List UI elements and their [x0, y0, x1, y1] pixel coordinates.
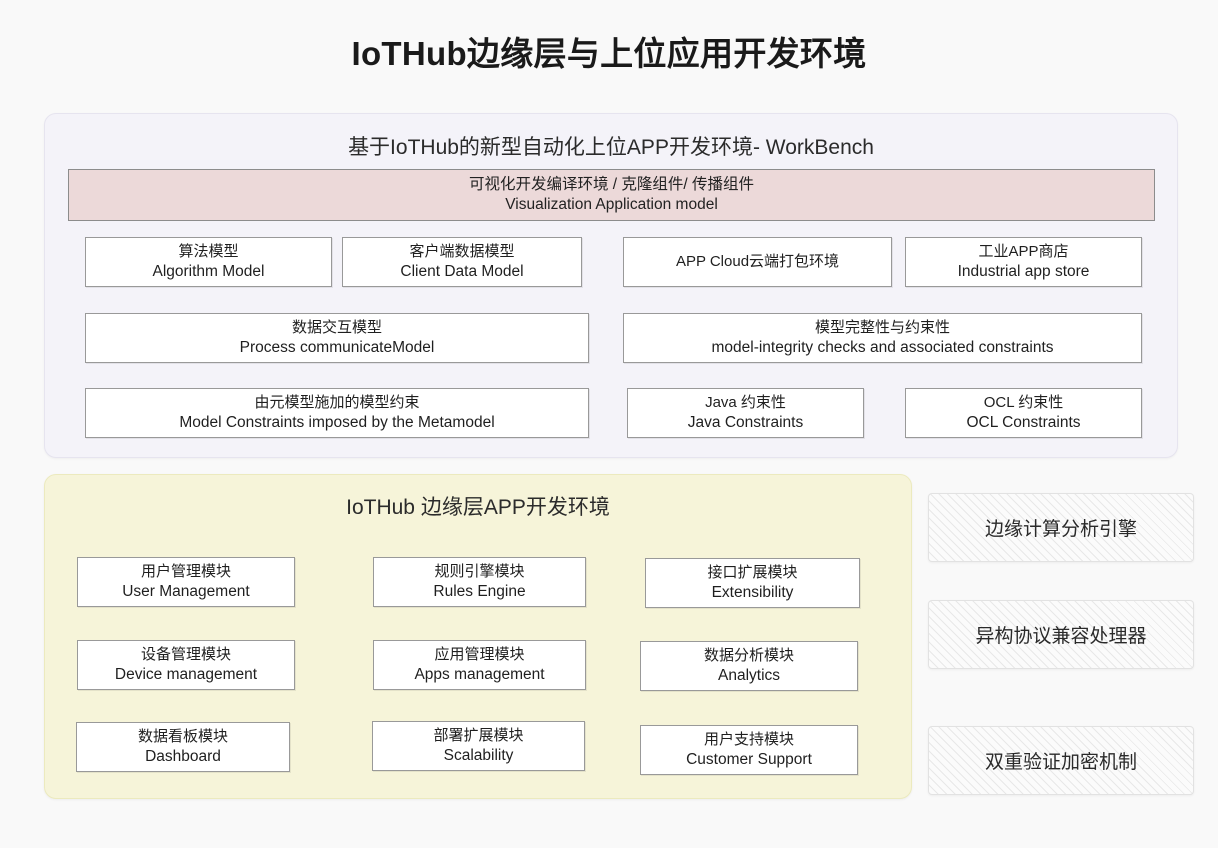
node-process-communicate-model[interactable]: 数据交互模型 Process communicateModel [85, 313, 589, 363]
node-label-cn: 算法模型 [178, 243, 239, 261]
node-app-cloud-packaging[interactable]: APP Cloud云端打包环境 [623, 237, 892, 287]
node-scalability[interactable]: 部署扩展模块 Scalability [372, 721, 585, 771]
node-label-cn: 用户支持模块 [703, 731, 794, 749]
node-label-en: Rules Engine [433, 582, 526, 600]
node-device-management[interactable]: 设备管理模块 Device management [77, 640, 295, 690]
node-label-en: Java Constraints [687, 413, 804, 431]
node-label-en: Client Data Model [400, 262, 524, 280]
band-label-en: Visualization Application model [505, 196, 718, 213]
node-label-en: Dashboard [145, 747, 221, 765]
node-label-en: Apps management [414, 665, 545, 683]
side-module-label: 异构协议兼容处理器 [975, 626, 1147, 647]
node-label-cn: APP Cloud云端打包环境 [675, 253, 840, 271]
side-module-protocol-compatibility-handler[interactable]: 异构协议兼容处理器 [928, 600, 1194, 669]
visualization-application-model-band: 可视化开发编译环境 / 克隆组件/ 传播组件 Visualization App… [68, 169, 1155, 221]
edge-layer-section: IoTHub 边缘层APP开发环境 用户管理模块 User Management… [44, 474, 912, 799]
node-label-cn: 数据看板模块 [137, 728, 228, 746]
node-dashboard[interactable]: 数据看板模块 Dashboard [76, 722, 290, 772]
node-rules-engine[interactable]: 规则引擎模块 Rules Engine [373, 557, 586, 607]
edge-layer-section-heading: IoTHub 边缘层APP开发环境 [346, 496, 610, 519]
node-industrial-app-store[interactable]: 工业APP商店 Industrial app store [905, 237, 1142, 287]
node-label-cn: 应用管理模块 [434, 646, 525, 664]
node-label-cn: 客户端数据模型 [409, 243, 515, 261]
page-title: IoTHub边缘层与上位应用开发环境 [351, 35, 867, 72]
node-label-en: model-integrity checks and associated co… [711, 338, 1054, 356]
node-label-cn: 规则引擎模块 [434, 563, 525, 581]
node-label-cn: 由元模型施加的模型约束 [254, 394, 420, 412]
node-label-cn: 部署扩展模块 [433, 727, 524, 745]
node-user-management[interactable]: 用户管理模块 User Management [77, 557, 295, 607]
node-label-en: Device management [114, 665, 258, 683]
side-module-label: 边缘计算分析引擎 [984, 519, 1137, 540]
node-label-en: User Management [122, 582, 250, 600]
side-module-label: 双重验证加密机制 [984, 752, 1137, 773]
node-label-cn: OCL 约束性 [983, 394, 1064, 412]
node-label-en: OCL Constraints [966, 413, 1081, 431]
node-model-integrity-checks[interactable]: 模型完整性与约束性 model-integrity checks and ass… [623, 313, 1142, 363]
side-module-two-factor-encryption[interactable]: 双重验证加密机制 [928, 726, 1194, 795]
node-label-en: Model Constraints imposed by the Metamod… [179, 413, 495, 431]
node-label-en: Industrial app store [957, 262, 1090, 280]
workbench-section-heading: 基于IoTHub的新型自动化上位APP开发环境- WorkBench [348, 136, 874, 159]
node-label-en: Algorithm Model [152, 262, 265, 280]
node-label-en: Process communicateModel [239, 338, 435, 356]
node-label-en: Analytics [717, 666, 781, 684]
node-label-cn: 模型完整性与约束性 [814, 319, 950, 337]
node-label-cn: 设备管理模块 [140, 646, 231, 664]
node-label-cn: 数据分析模块 [703, 647, 794, 665]
node-label-en: Customer Support [686, 750, 812, 768]
node-label-cn: 数据交互模型 [291, 319, 382, 337]
workbench-section: 基于IoTHub的新型自动化上位APP开发环境- WorkBench 可视化开发… [44, 113, 1178, 458]
node-analytics[interactable]: 数据分析模块 Analytics [640, 641, 858, 691]
node-algorithm-model[interactable]: 算法模型 Algorithm Model [85, 237, 332, 287]
node-label-en: Scalability [443, 746, 514, 764]
node-client-data-model[interactable]: 客户端数据模型 Client Data Model [342, 237, 582, 287]
node-label-cn: Java 约束性 [705, 394, 786, 412]
node-customer-support[interactable]: 用户支持模块 Customer Support [640, 725, 858, 775]
side-module-edge-analytics-engine[interactable]: 边缘计算分析引擎 [928, 493, 1194, 562]
node-extensibility[interactable]: 接口扩展模块 Extensibility [645, 558, 860, 608]
node-label-cn: 接口扩展模块 [707, 564, 798, 582]
node-label-cn: 工业APP商店 [978, 243, 1069, 261]
node-label-en: Extensibility [711, 583, 794, 601]
node-model-constraints-metamodel[interactable]: 由元模型施加的模型约束 Model Constraints imposed by… [85, 388, 589, 438]
node-label-cn: 用户管理模块 [140, 563, 231, 581]
node-java-constraints[interactable]: Java 约束性 Java Constraints [627, 388, 864, 438]
node-ocl-constraints[interactable]: OCL 约束性 OCL Constraints [905, 388, 1142, 438]
node-apps-management[interactable]: 应用管理模块 Apps management [373, 640, 586, 690]
band-label-cn: 可视化开发编译环境 / 克隆组件/ 传播组件 [468, 176, 755, 194]
